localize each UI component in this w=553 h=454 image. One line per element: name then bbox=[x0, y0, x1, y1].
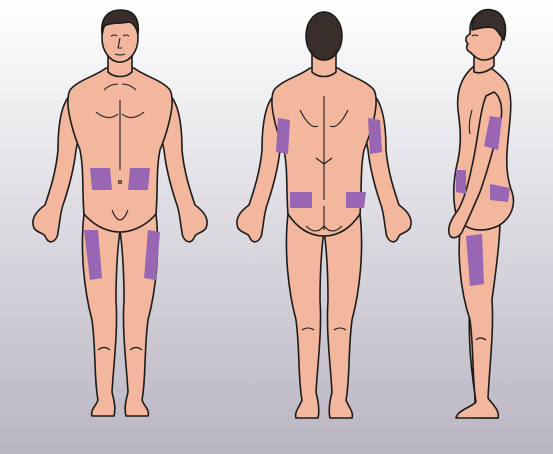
back-upper-arm-left-site bbox=[276, 118, 290, 154]
front-abdomen-right-site bbox=[128, 168, 150, 190]
side-abdomen-site bbox=[456, 170, 466, 194]
front-abdomen-left-site bbox=[90, 168, 112, 190]
back-head bbox=[306, 12, 342, 60]
back-upper-arm-right-site bbox=[368, 118, 382, 154]
back-buttock-left-site bbox=[290, 192, 312, 208]
back-buttock-right-site bbox=[346, 192, 366, 208]
